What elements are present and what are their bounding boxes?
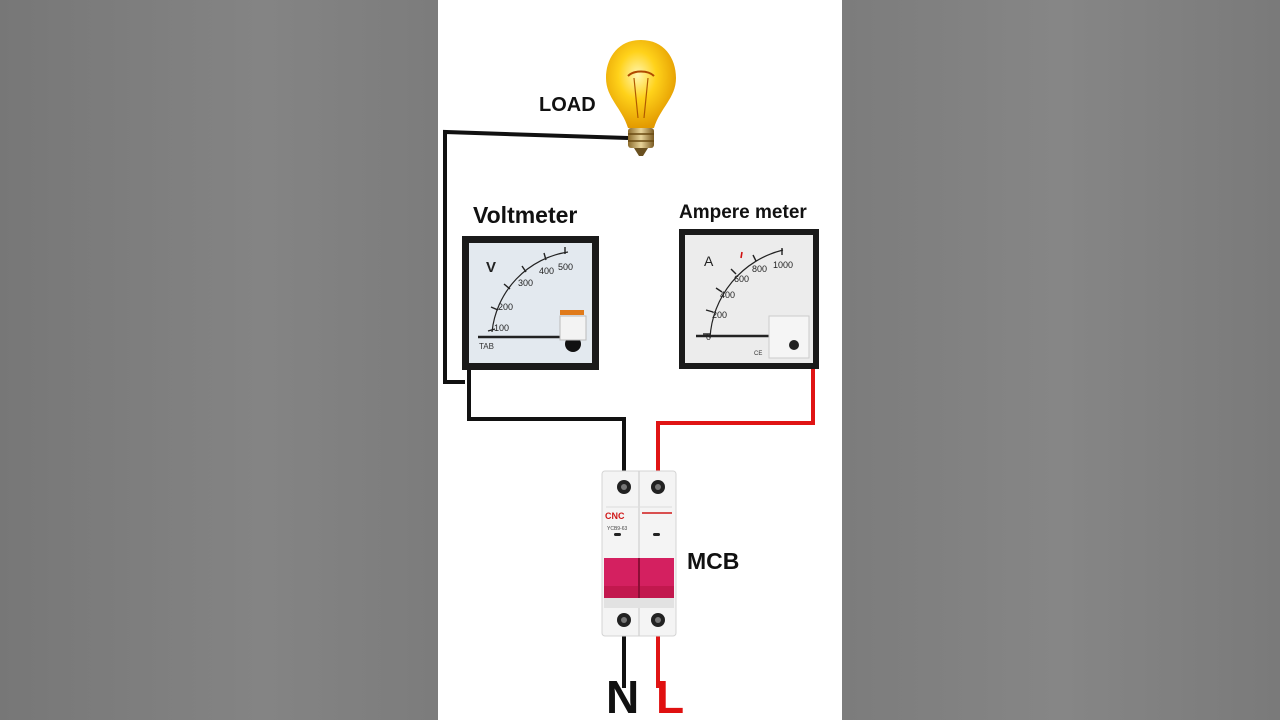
voltmeter-label: Voltmeter bbox=[473, 202, 578, 228]
voltmeter-scale-100: 100 bbox=[494, 323, 509, 333]
ammeter-label: Ampere meter bbox=[679, 202, 807, 223]
light-bulb bbox=[606, 40, 676, 156]
voltmeter-scale-500: 500 bbox=[558, 262, 573, 272]
voltmeter-unit-label: V bbox=[486, 259, 496, 276]
ammeter-mark: CE bbox=[754, 351, 762, 357]
mcb-model: YCB9-63 bbox=[607, 526, 628, 532]
neutral-label: N bbox=[606, 671, 640, 720]
line-wire bbox=[656, 362, 815, 688]
left-letterbox bbox=[0, 0, 438, 720]
voltmeter-brand: TAB bbox=[479, 342, 494, 351]
voltmeter-unit: V bbox=[486, 259, 496, 276]
voltmeter-scale-200: 200 bbox=[498, 302, 513, 312]
ammeter-scale-600: 600 bbox=[734, 274, 749, 284]
voltmeter: V 100 200 300 400 500 TAB bbox=[462, 236, 599, 370]
right-letterbox bbox=[842, 0, 1280, 720]
diagram-canvas: V 100 200 300 400 500 TAB bbox=[438, 0, 842, 720]
ammeter-scale-1000: 1000 bbox=[773, 260, 793, 270]
ammeter-scale-0: 0 bbox=[706, 332, 711, 342]
load-label: LOAD bbox=[539, 94, 596, 116]
ampere-meter: A 0 200 400 600 800 1000 CE bbox=[679, 229, 819, 369]
mcb-label: MCB bbox=[687, 548, 740, 574]
voltmeter-scale-400: 400 bbox=[539, 266, 554, 276]
ammeter-scale-800: 800 bbox=[752, 264, 767, 274]
ammeter-scale-200: 200 bbox=[712, 310, 727, 320]
wiring-diagram: V 100 200 300 400 500 TAB bbox=[443, 40, 819, 688]
voltmeter-scale-300: 300 bbox=[518, 278, 533, 288]
mcb-brand: CNC bbox=[605, 511, 625, 521]
line-label: L bbox=[656, 671, 685, 720]
ammeter-unit: A bbox=[704, 253, 714, 269]
ammeter-scale-400: 400 bbox=[720, 290, 735, 300]
mcb: CNC YCB9-63 bbox=[601, 470, 677, 637]
mcb-toggle bbox=[604, 558, 674, 598]
